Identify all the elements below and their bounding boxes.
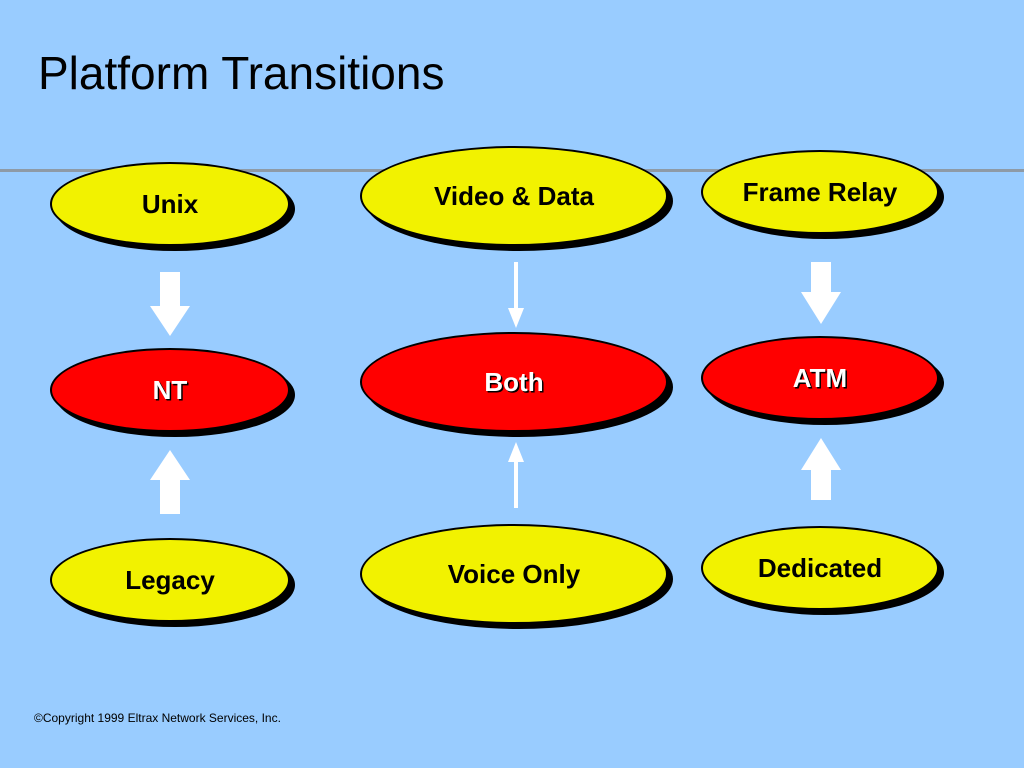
arrow-down-icon — [150, 272, 190, 336]
arrow-down-icon — [801, 262, 841, 324]
node-voice-only: Voice Only — [360, 524, 668, 624]
node-dedicated: Dedicated — [701, 526, 939, 610]
arrow-down-icon — [508, 262, 524, 328]
node-atm: ATM — [701, 336, 939, 420]
copyright-footer: ©Copyright 1999 Eltrax Network Services,… — [34, 711, 281, 725]
slide-title: Platform Transitions — [38, 47, 445, 99]
arrow-up-icon — [801, 438, 841, 500]
node-legacy: Legacy — [50, 538, 290, 622]
copyright-symbol: © — [34, 711, 43, 725]
node-frame-relay: Frame Relay — [701, 150, 939, 234]
arrow-up-icon — [150, 450, 190, 514]
node-unix: Unix — [50, 162, 290, 246]
copyright-text: Copyright 1999 Eltrax Network Services, … — [42, 711, 281, 725]
node-nt: NT — [50, 348, 290, 432]
node-both: Both — [360, 332, 668, 432]
node-video-data: Video & Data — [360, 146, 668, 246]
arrow-up-icon — [508, 442, 524, 508]
